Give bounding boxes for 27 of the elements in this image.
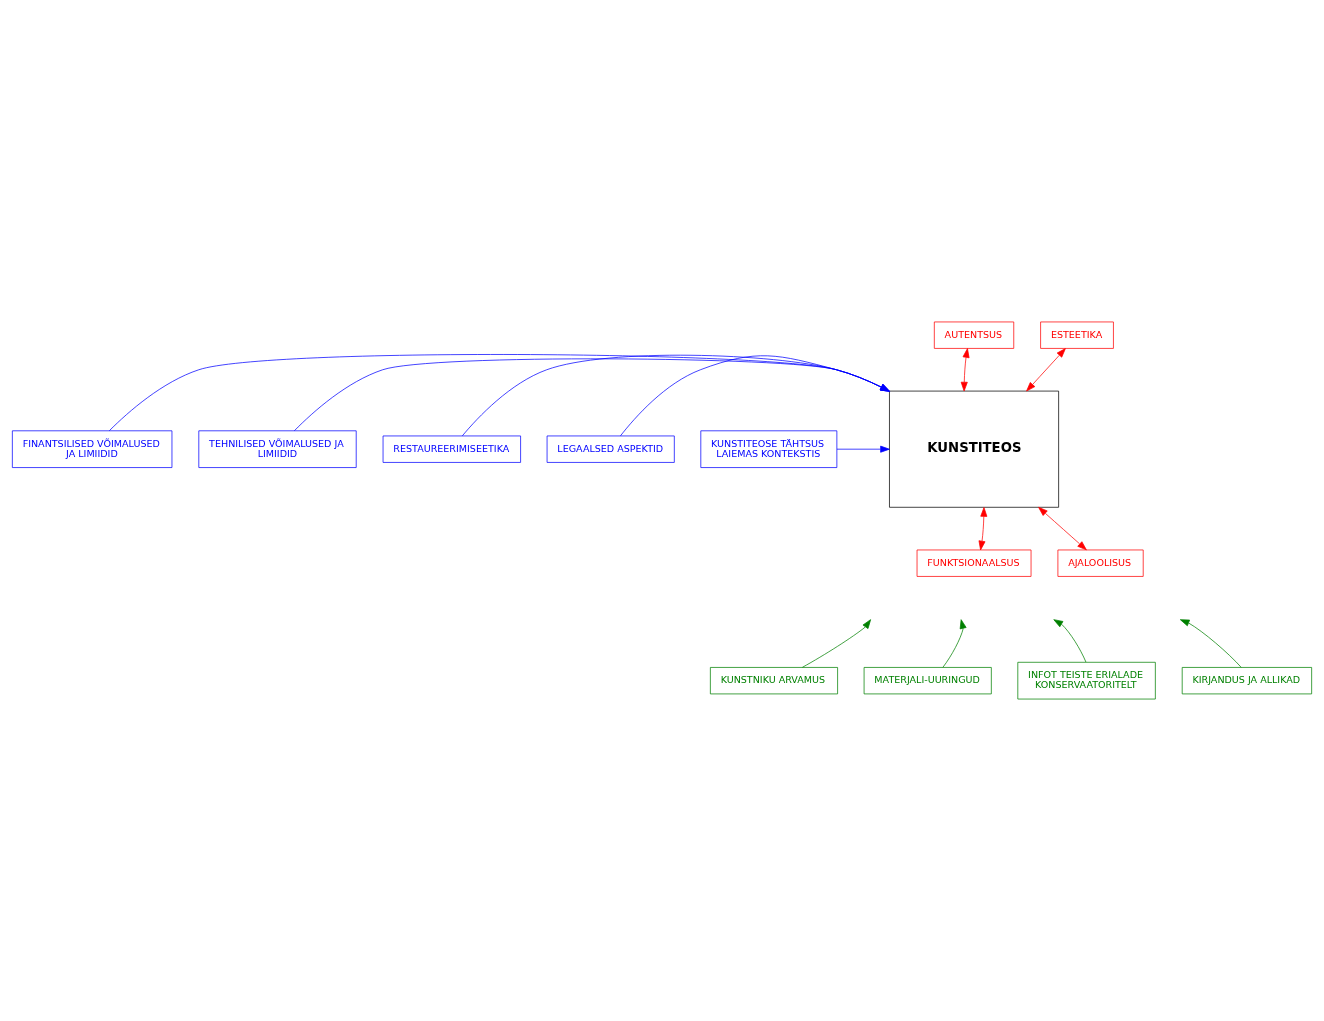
node-box: RESTAUREERIMISEETIKA [382, 435, 521, 463]
node-box: ESTEETIKA [1040, 321, 1114, 349]
node-box: MATERJALI-UURINGUD [863, 667, 992, 695]
node-box: KUNSTITEOS [889, 390, 1059, 508]
node-box: AUTENTSUS [933, 321, 1015, 349]
node-box: KUNSTNIKU ARVAMUS [710, 667, 838, 695]
arrow [942, 619, 967, 668]
arrow [1038, 506, 1087, 551]
arrow [836, 445, 890, 453]
node-box: KIRJANDUS JA ALLIKAD [1181, 667, 1312, 695]
node-box: KUNSTITEOSE TÄHTSUS LAIEMAS KONTEKSTIS [700, 430, 838, 468]
node-box: TEHNILISED VÕIMALUSED JA LIMIIDID [198, 430, 357, 468]
arrow [978, 507, 988, 551]
node-box: INFOT TEISTE ERIALADE KONSERVAATORITELT [1017, 661, 1156, 700]
node-box: FUNKTSIONAALSUS [916, 549, 1032, 577]
arrow [108, 354, 890, 432]
arrow [620, 355, 890, 437]
arrow [1026, 348, 1066, 392]
arrow [960, 348, 970, 392]
arrow [294, 358, 890, 432]
arrow [461, 354, 890, 437]
node-box: FINANTSILISED VÕIMALUSED JA LIMIIDID [12, 430, 173, 468]
arrow [1179, 619, 1242, 668]
node-box: LEGAALSED ASPEKTID [546, 435, 675, 463]
arrow [802, 619, 871, 668]
node-box: AJALOOLISUS [1057, 549, 1144, 577]
arrow [1053, 619, 1087, 663]
